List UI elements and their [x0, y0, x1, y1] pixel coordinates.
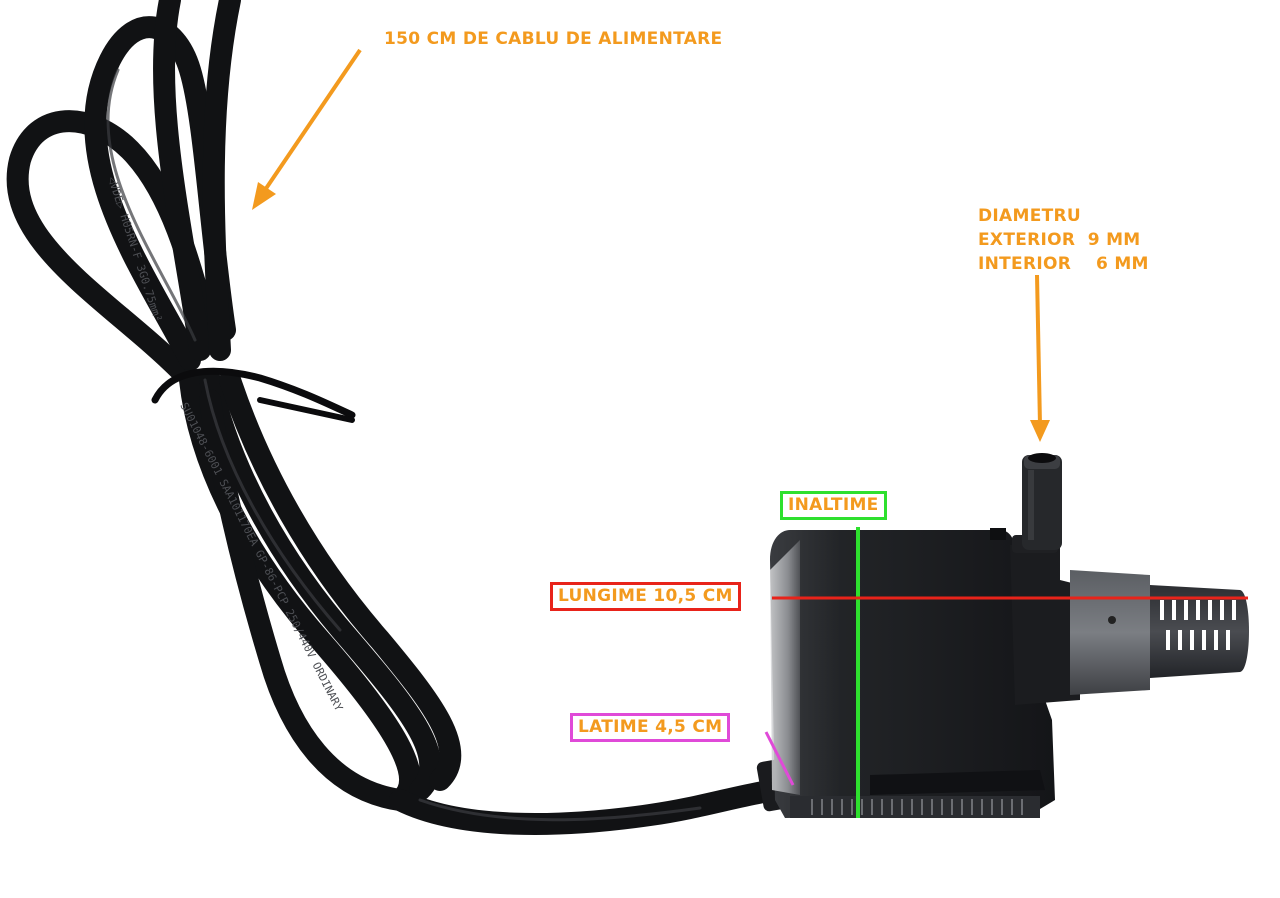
diameter-label: DIAMETRU EXTERIOR 9 MM INTERIOR 6 MM [978, 206, 1149, 274]
width-label: LATIME 4,5 CM [570, 713, 731, 742]
width-line [764, 731, 795, 786]
cable-length-label: 150 CM DE CABLU DE ALIMENTARE [384, 29, 723, 49]
power-cable [6, 0, 786, 835]
cable-tie [151, 367, 356, 423]
height-label: INALTIME [780, 491, 887, 520]
cable-arrow [252, 48, 362, 210]
length-label: LUNGIME 10,5 CM [550, 582, 741, 611]
diameter-arrow [1030, 274, 1050, 442]
pump-body [756, 453, 1249, 818]
